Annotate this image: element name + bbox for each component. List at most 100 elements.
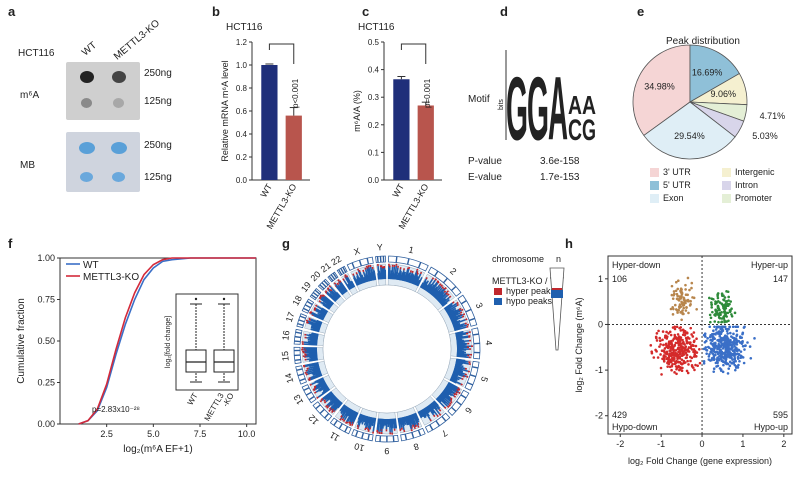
scatter-point xyxy=(727,344,731,347)
hyper-peak-bar xyxy=(448,295,452,298)
scatter-point xyxy=(702,360,706,363)
x-tick-label: 1 xyxy=(740,439,745,449)
scatter-point xyxy=(717,314,721,317)
ideogram-stripe xyxy=(441,415,447,422)
x-tick-label: 0 xyxy=(700,439,705,449)
scatter-point xyxy=(657,329,660,333)
hypo-peak-bar xyxy=(309,338,318,341)
hyper-peak-bar xyxy=(417,422,420,426)
scatter-point xyxy=(717,347,721,351)
scatter-point xyxy=(731,361,735,365)
scatter-point xyxy=(665,350,669,354)
hypo-peak-bar xyxy=(456,355,469,359)
hypo-peak-bar xyxy=(443,388,455,397)
panel-label-a: a xyxy=(8,4,16,19)
amount-label: 250ng xyxy=(144,68,172,79)
cell-line-label: HCT116 xyxy=(18,48,55,59)
hyper-peak-bar xyxy=(311,313,314,317)
chromosome-label: 1 xyxy=(407,244,414,255)
y-tick-label: 0.75 xyxy=(37,295,55,305)
scatter-point xyxy=(715,331,718,334)
hypo-peak-bar xyxy=(447,382,459,390)
hyper-peak-bar xyxy=(318,296,322,300)
scatter-point xyxy=(730,307,733,311)
hyper-peak-bar xyxy=(356,424,359,428)
scatter-point xyxy=(675,325,679,329)
legend-swatch-hyper xyxy=(494,288,502,295)
scatter-point xyxy=(673,362,677,366)
hypo-peak-bar xyxy=(303,343,318,346)
scatter-point xyxy=(719,325,723,329)
ideogram-stripe xyxy=(434,270,439,277)
hyper-peak-bar xyxy=(438,283,442,286)
scatter-point xyxy=(692,344,695,348)
scatter-point xyxy=(721,347,725,350)
scatter-point xyxy=(727,354,730,357)
hyper-peak-bar xyxy=(419,271,423,275)
legend-label: 3' UTR xyxy=(663,167,691,177)
hyper-peak-bar xyxy=(324,291,328,294)
scatter-point xyxy=(689,359,692,363)
scatter-point xyxy=(681,333,685,337)
scatter-point xyxy=(683,300,686,304)
scatter-point xyxy=(712,354,716,357)
scatter-point xyxy=(741,344,745,348)
scatter-point xyxy=(727,295,730,299)
scatter-point xyxy=(720,292,724,295)
x-tick-label: 2 xyxy=(781,439,786,449)
hypo-peak-bar xyxy=(434,288,444,299)
panel-label-d: d xyxy=(500,4,508,19)
hypo-peak-bar xyxy=(437,293,447,303)
scatter-point xyxy=(691,335,695,338)
hyper-peak-bar xyxy=(331,408,334,412)
hyper-peak-bar xyxy=(438,409,442,412)
scatter-point xyxy=(688,288,691,292)
scatter-point xyxy=(710,347,714,351)
scatter-point xyxy=(721,342,725,346)
hypo-peak-bar xyxy=(430,284,441,296)
scatter-point xyxy=(718,357,721,361)
scatter-point xyxy=(684,283,687,287)
scatter-point xyxy=(681,342,685,345)
bar xyxy=(261,65,278,180)
hypo-peak-bar xyxy=(307,340,318,344)
outlier xyxy=(194,297,198,301)
x-tick-label: -2 xyxy=(616,439,624,449)
scatter-point xyxy=(736,325,740,329)
scatter-point xyxy=(681,304,685,307)
legend-swatch xyxy=(722,181,731,190)
pie-slice-label: 34.98% xyxy=(644,81,675,91)
hypo-peak-bar xyxy=(440,296,450,305)
amount-label: 125ng xyxy=(144,96,172,107)
hyper-peak-bar xyxy=(339,280,342,283)
scatter-point xyxy=(689,355,692,359)
hyper-peak-bar xyxy=(441,286,444,289)
scatter-point xyxy=(723,307,726,311)
scatter-point xyxy=(722,345,726,348)
hyper-peak-bar xyxy=(416,270,419,274)
motif-letter: C xyxy=(568,114,582,147)
hyper-peak-bar xyxy=(308,311,312,314)
scatter-point xyxy=(703,340,707,344)
scatter-point xyxy=(716,339,719,342)
hyper-peak-bar xyxy=(346,421,349,424)
hypo-peak-bar xyxy=(306,334,319,338)
hyper-peak-bar xyxy=(429,418,432,422)
hypo-peak-bar xyxy=(449,379,457,384)
ideogram-stripe xyxy=(294,340,301,343)
scatter-point xyxy=(694,344,698,348)
scatter-point xyxy=(680,358,684,361)
scatter-point xyxy=(670,342,673,346)
hypo-peak-bar xyxy=(435,288,446,300)
hyper-peak-bar xyxy=(443,406,447,409)
ideogram-stripe xyxy=(338,269,343,276)
scatter-point xyxy=(741,332,744,336)
hypo-peak-bar xyxy=(456,352,471,356)
scatter-point xyxy=(674,348,678,352)
hyper-peak-bar xyxy=(455,391,459,394)
hyper-peak-bar xyxy=(344,421,348,424)
hyper-peak-bar xyxy=(445,292,448,295)
scatter-point xyxy=(682,359,686,363)
